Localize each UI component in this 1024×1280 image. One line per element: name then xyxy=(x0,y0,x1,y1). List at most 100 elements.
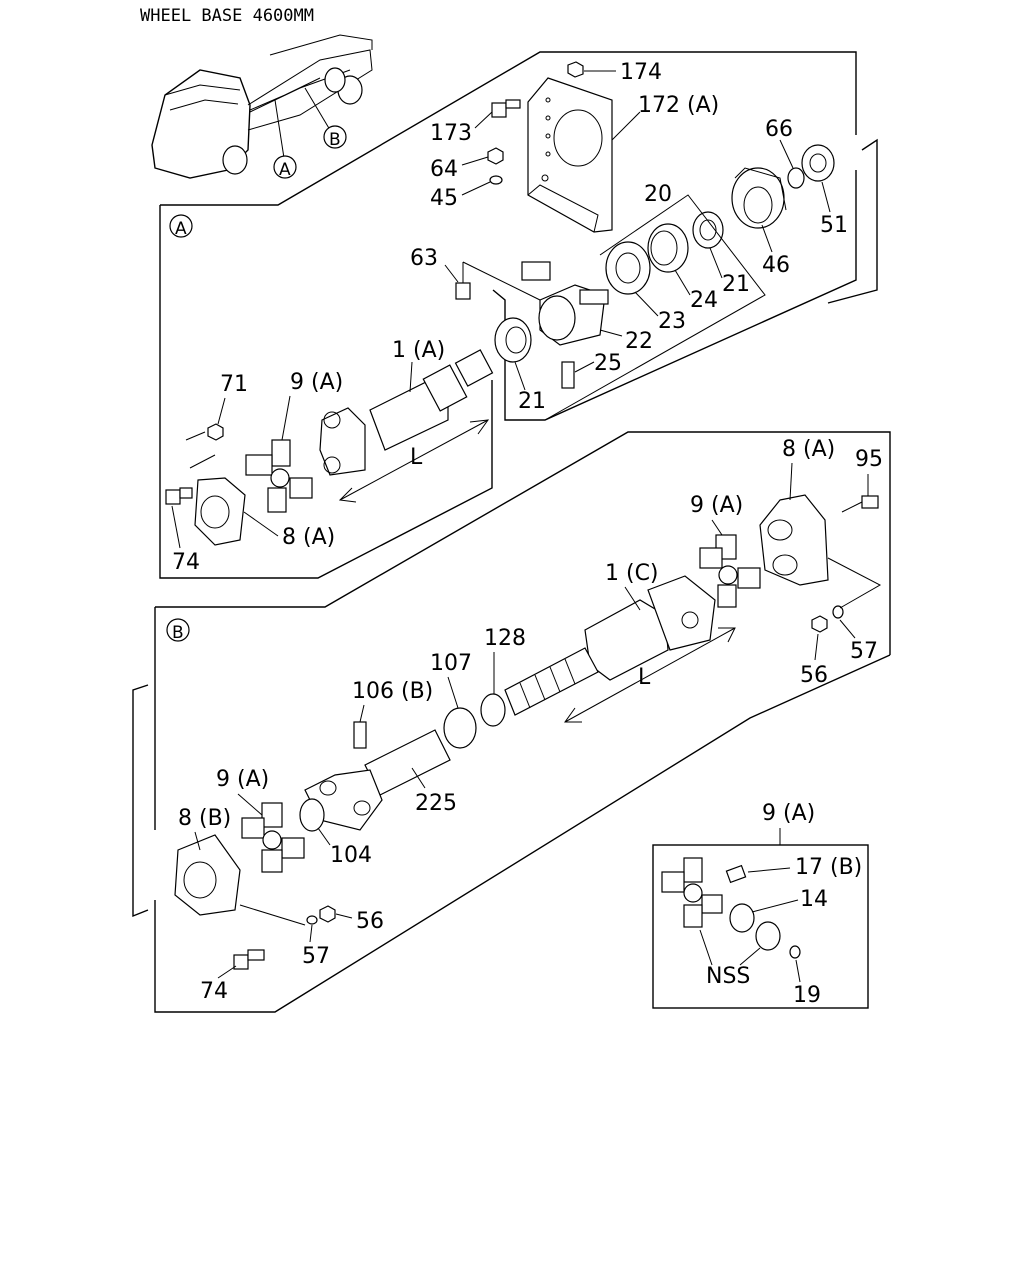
label-21b: 21 xyxy=(518,389,546,414)
nut-56-b xyxy=(319,905,336,923)
ujoint-b-left xyxy=(241,802,305,873)
inset-frame xyxy=(652,844,869,1009)
label-172a: 172 (A) xyxy=(638,93,719,118)
label-8b: 8 (B) xyxy=(178,806,231,831)
label-9a-a: 9 (A) xyxy=(290,370,343,395)
ujoint-a xyxy=(245,439,313,513)
section-b-frame xyxy=(132,431,891,1013)
label-L-a: L xyxy=(410,445,423,470)
callout-a-truck: A xyxy=(273,155,297,180)
bolt-74-b xyxy=(233,949,265,970)
label-46: 46 xyxy=(762,253,790,278)
bearing-24 xyxy=(647,223,689,273)
bolt-63 xyxy=(455,262,471,300)
label-95: 95 xyxy=(855,447,883,472)
seal-21-right xyxy=(692,211,724,249)
support-bracket xyxy=(527,77,613,233)
inset-seal-14 xyxy=(729,903,755,933)
shaft-1c xyxy=(584,575,716,681)
label-25: 25 xyxy=(594,351,622,376)
svg-text:A: A xyxy=(175,219,187,239)
label-NSS: NSS xyxy=(706,964,750,989)
label-225: 225 xyxy=(415,791,457,816)
nut-71 xyxy=(207,423,224,441)
svg-text:B: B xyxy=(172,623,184,643)
shaft-1a xyxy=(369,349,494,451)
center-bearing-22 xyxy=(521,261,609,346)
label-174: 174 xyxy=(620,60,662,85)
label-128: 128 xyxy=(484,626,526,651)
flange-46 xyxy=(731,167,787,229)
flange-8a xyxy=(194,477,246,546)
label-51: 51 xyxy=(820,213,848,238)
section-a-marker: A xyxy=(169,214,193,239)
label-107: 107 xyxy=(430,651,472,676)
washer-66 xyxy=(787,167,805,189)
nut-51 xyxy=(801,144,835,182)
bolt-74-a xyxy=(165,487,193,505)
label-56-a: 56 xyxy=(800,663,828,688)
inset-heading: 9 (A) xyxy=(762,801,815,826)
label-1c: 1 (C) xyxy=(605,561,659,586)
label-1a: 1 (A) xyxy=(392,338,445,363)
label-20: 20 xyxy=(644,182,672,207)
label-63: 63 xyxy=(410,246,438,271)
label-56-b: 56 xyxy=(356,909,384,934)
callout-b-truck: B xyxy=(323,125,347,150)
label-14: 14 xyxy=(800,887,828,912)
svg-text:A: A xyxy=(279,160,291,180)
label-45: 45 xyxy=(430,186,458,211)
nut-64 xyxy=(487,147,504,165)
label-66: 66 xyxy=(765,117,793,142)
nut-174 xyxy=(567,61,584,78)
label-8a-b: 8 (A) xyxy=(782,437,835,462)
label-L-b: L xyxy=(638,665,651,690)
nut-56-a xyxy=(811,615,828,633)
seal-21-left xyxy=(494,317,532,363)
label-24: 24 xyxy=(690,288,718,313)
inset-cup xyxy=(755,921,781,951)
section-a-frame xyxy=(159,51,878,579)
label-17b: 17 (B) xyxy=(795,855,862,880)
label-8a-a: 8 (A) xyxy=(282,525,335,550)
bolt-173 xyxy=(491,99,521,118)
bolt-95 xyxy=(841,495,879,513)
label-71: 71 xyxy=(220,372,248,397)
washer-45 xyxy=(489,175,503,185)
label-104: 104 xyxy=(330,843,372,868)
truck-thumbnail xyxy=(151,34,373,179)
label-57-b: 57 xyxy=(302,944,330,969)
label-106b: 106 (B) xyxy=(352,679,433,704)
page-title: WHEEL BASE 4600MM xyxy=(140,6,314,26)
label-19: 19 xyxy=(793,983,821,1008)
label-9a-b-top: 9 (A) xyxy=(690,493,743,518)
svg-text:B: B xyxy=(329,130,341,150)
label-21a: 21 xyxy=(722,272,750,297)
seal-23 xyxy=(605,241,651,295)
section-b-marker: B xyxy=(166,618,190,643)
label-64: 64 xyxy=(430,157,458,182)
ring-128 xyxy=(480,693,506,727)
inset-ujoint xyxy=(661,857,723,928)
bolt-106b xyxy=(353,721,367,749)
bolt-25 xyxy=(561,361,575,389)
label-173: 173 xyxy=(430,121,472,146)
washer-57-b xyxy=(306,915,318,925)
flange-8b xyxy=(174,834,241,916)
label-9a-b-left: 9 (A) xyxy=(216,767,269,792)
label-74-b: 74 xyxy=(200,979,228,1004)
label-57-a: 57 xyxy=(850,639,878,664)
tube-225 xyxy=(364,729,451,796)
spline-shaft xyxy=(504,647,599,716)
dim-arrow-L-b xyxy=(564,627,736,723)
label-22: 22 xyxy=(625,329,653,354)
flange-yoke-8a-b xyxy=(759,494,829,586)
label-74-a: 74 xyxy=(172,550,200,575)
ujoint-b-right xyxy=(699,534,761,608)
yoke-a xyxy=(319,407,366,476)
sleeve-107 xyxy=(443,707,477,749)
dim-arrow-L-a xyxy=(338,419,490,503)
seal-104 xyxy=(299,798,325,832)
